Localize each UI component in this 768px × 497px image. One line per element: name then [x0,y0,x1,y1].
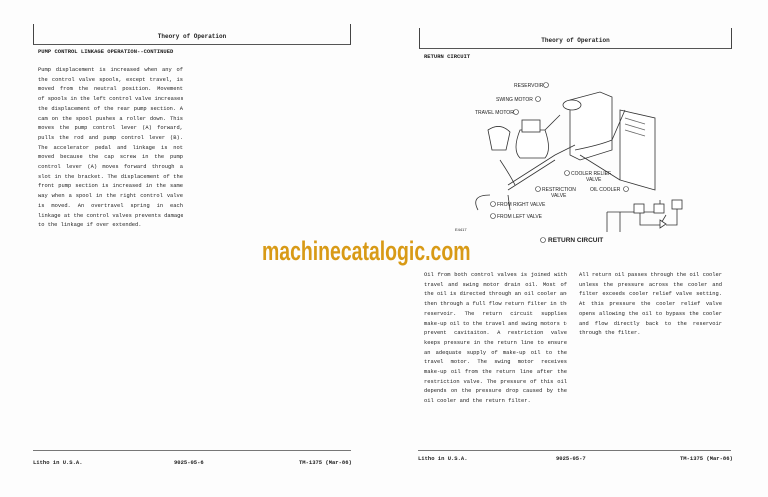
text-line: of spools in the left control valve incr… [38,96,183,103]
text-line: to the linkage if over extended. [38,222,142,229]
right-footer-page-number: 9025-05-7 [556,455,586,462]
left-footer-page-number: 9025-05-6 [174,459,204,466]
diagram-ref-code: E4417 [455,227,467,232]
text-line: cam on the spool pushes a roller down. T… [38,115,183,122]
text-line: and flow directly back to the reservoir [579,320,722,327]
left-heading: PUMP CONTROL LINKAGE OPERATION--CONTINUE… [38,48,174,55]
text-line: an adequate supply of make-up oil to the [424,349,567,356]
text-line: make-up oil to the travel and swing moto… [424,320,567,327]
label-reservoir: RESERVOIR [514,83,544,89]
label-from-right-valve: FROM RIGHT VALVE [497,202,546,208]
right-header-box: Theory of Operation [419,28,732,49]
right-footer-manual-id: TM-1375 (Mar-86) [680,455,733,462]
text-line: moves the pump control lever (A) forward… [38,125,183,132]
text-line: restriction valve. The pressure of this … [424,378,567,385]
right-body-column-1: Oil from both control valves is joined w… [424,271,567,407]
text-line: depends on the pressure drop caused by t… [424,388,567,395]
text-line: unless the pressure across the cooler an… [579,281,722,288]
watermark: machinecatalogic.com [262,236,471,266]
text-line: keeps pressure in the return line to ens… [424,339,567,346]
text-line: slot in the bracket. The displacement of… [38,173,183,180]
label-cooler-relief-valve-2: VALVE [586,177,602,183]
left-footer-litho: Litho in U.S.A. [33,459,83,466]
text-line: is moved. An overtravel spring in each [38,202,183,209]
text-line: filter exceeds cooler relief valve setti… [579,291,722,298]
text-line: control lever (A) moves forward through … [38,164,183,171]
text-line: the control valve spools, except travel,… [38,76,183,83]
label-travel-motor: TRAVEL MOTOR [475,110,514,116]
label-from-left-valve: FROM LEFT VALVE [497,214,543,220]
text-line: through the filter. [579,330,641,337]
text-line: reservoir. The return circuit supplies [424,310,567,317]
text-line: moved from the neutral position. Movemen… [38,86,183,93]
text-line: linkage at the control valves prevents d… [38,212,183,219]
text-line: At this pressure the cooler relief valve [579,301,722,308]
right-body-column-2: All return oil passes through the oil co… [579,271,722,339]
text-line: pulls the rod and pump control lever (B)… [38,134,183,141]
text-line: then through a full flow return filter i… [424,301,567,308]
text-line: Pump displacement is increased when any … [38,67,183,73]
label-restriction-valve: RESTRICTION [542,187,576,193]
text-line: All return oil passes through the oil co… [579,272,722,278]
text-line: oil cooler and the return filter. [424,398,531,405]
right-heading: RETURN CIRCUIT [424,53,471,60]
figure-caption: RETURN CIRCUIT [548,237,604,244]
text-line: the oil is directed through an oil coole… [424,291,567,298]
label-cooler-relief-valve: COOLER RELIEF [571,171,611,177]
text-line: Oil from both control valves is joined w… [424,272,567,278]
text-line: the displacement of the rear pump sectio… [38,105,183,112]
text-line: make-up oil from the return line after t… [424,369,567,376]
left-header-title: Theory of Operation [157,33,227,40]
label-restriction-valve-2: VALVE [551,193,567,199]
text-line: prevent cavitaiton. A restriction valve [424,330,567,337]
left-footer-rule [33,450,351,451]
text-line: The accelerator pedal and linkage is not [38,144,183,151]
right-footer-litho: Litho in U.S.A. [418,455,468,462]
right-header-title: Theory of Operation [541,37,610,44]
text-line: opens allowing the oil to bypass the coo… [579,310,722,317]
left-body-text: Pump displacement is increased when any … [38,66,183,231]
label-oil-cooler: OIL COOLER [590,187,621,193]
left-footer-manual-id: TM-1375 (Mar-86) [299,459,352,466]
text-line: way when a spool in the right control va… [38,193,183,200]
label-swing-motor: SWING MOTOR [496,97,533,103]
text-line: moved because the cap screw in the pump [38,154,183,161]
text-line: travel motor. The swing motor receives [424,359,567,366]
left-header-box: Theory of Operation [33,24,351,45]
text-line: travel and swing motor drain oil. Most o… [424,281,567,288]
right-footer-rule [418,450,731,451]
text-line: front pump section is increased in the s… [38,183,183,190]
